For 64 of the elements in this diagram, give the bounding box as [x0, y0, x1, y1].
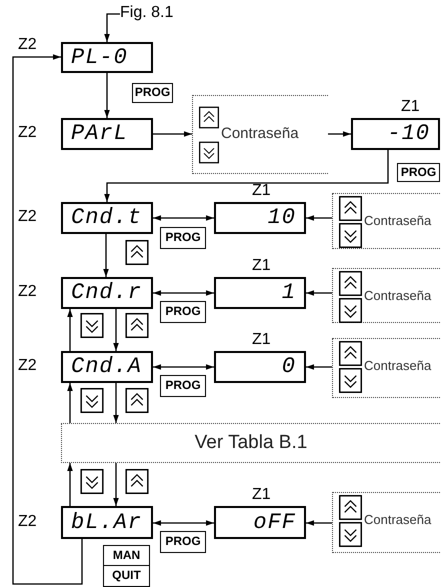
figure-reference: Fig. 8.1 [120, 4, 195, 24]
arrow [153, 520, 214, 526]
arrow [306, 215, 332, 221]
password-label: Contraseña [364, 358, 432, 373]
password-entry-box [332, 193, 440, 249]
arrow [104, 73, 110, 118]
display-readout: bL.Ar [61, 506, 153, 539]
arrow [113, 383, 119, 423]
prog-key: PROG [132, 83, 173, 103]
arrow [153, 131, 192, 137]
arrow [113, 309, 119, 351]
prog-key: PROG [160, 227, 206, 249]
display-readout: Cnd.t [61, 202, 153, 234]
display-readout: -10 [351, 118, 440, 150]
zone-label: Z2 [18, 357, 37, 375]
zone-label: Z2 [18, 283, 37, 301]
display-readout: PL-0 [61, 42, 153, 73]
zone-label: Z1 [252, 331, 271, 349]
prog-key: PROG [160, 301, 206, 323]
arrow [153, 215, 214, 221]
arrow [153, 290, 214, 296]
password-entry-box [332, 268, 440, 323]
password-label: Contraseña [364, 512, 432, 527]
password-entry-box [332, 492, 440, 553]
key-label: QUIT [103, 566, 150, 587]
arrow [103, 234, 109, 277]
display-readout: Cnd.A [61, 351, 153, 383]
arrow [104, 13, 120, 42]
arrow [67, 383, 73, 423]
display-readout: 0 [214, 351, 306, 383]
arrow [67, 309, 73, 351]
display-readout: Cnd.r [61, 277, 153, 309]
prog-key: PROG [397, 163, 440, 182]
zone-label: Z2 [18, 124, 37, 142]
zone-label: Z1 [252, 257, 271, 275]
display-readout: 1 [214, 277, 306, 309]
arrow [306, 290, 332, 296]
prog-key: PROG [160, 375, 206, 397]
arrow [113, 463, 119, 506]
arrow [12, 54, 83, 585]
display-readout: PArL [61, 118, 153, 150]
arrow [306, 364, 332, 370]
arrow [67, 463, 73, 506]
zone-label: Z2 [18, 513, 37, 531]
arrow [153, 364, 214, 370]
arrow [328, 131, 351, 137]
password-label: Contraseña [364, 288, 432, 303]
display-readout: 10 [214, 202, 306, 234]
password-entry-box [192, 95, 328, 174]
zone-label: Z2 [18, 208, 37, 226]
arrow [104, 150, 389, 202]
prog-key: PROG [160, 531, 206, 553]
zone-label: Z1 [252, 182, 271, 200]
table-reference-band [61, 423, 440, 463]
password-label: Contraseña [364, 213, 432, 228]
password-label: Contraseña [221, 125, 299, 142]
zone-label: Z1 [401, 98, 420, 116]
password-entry-box [332, 338, 440, 398]
arrow [306, 520, 332, 526]
table-reference-text: Ver Tabla B.1 [194, 432, 308, 454]
display-readout: oFF [214, 506, 306, 539]
zone-label: Z1 [252, 486, 271, 504]
zone-label: Z2 [18, 36, 37, 54]
key-label: MAN [103, 545, 150, 566]
